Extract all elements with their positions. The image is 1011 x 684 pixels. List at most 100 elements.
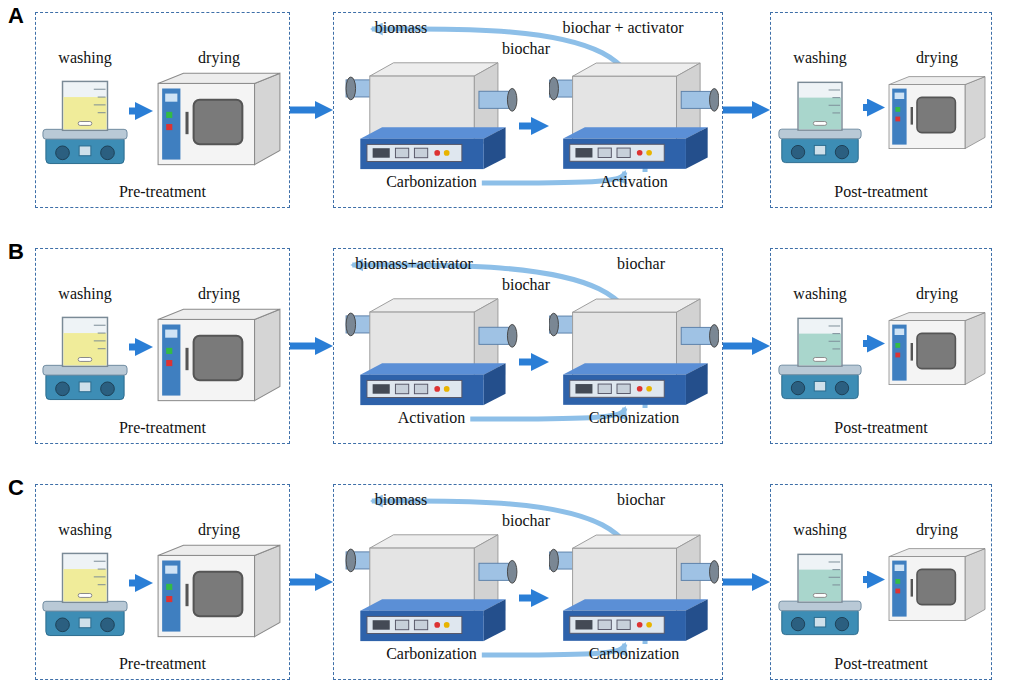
step-label: drying: [916, 285, 958, 303]
furnace-illustration: [549, 59, 719, 171]
oven-symbol: [158, 73, 280, 164]
beaker-illustration: [777, 71, 863, 173]
stage-group: washing dryingPost-treatment: [770, 12, 992, 208]
stage-group: washingdryingPre-treatment: [35, 484, 290, 680]
furnace-illustration: [344, 59, 519, 171]
furnace-illustration: [549, 531, 719, 643]
oven-symbol: [889, 313, 985, 385]
panel-letter: B: [8, 240, 24, 264]
beaker-symbol: [43, 81, 127, 163]
furnace-symbol: [549, 63, 719, 169]
oven-illustration: [885, 307, 989, 395]
stage-group: washing dryingPost-treatment: [770, 248, 992, 444]
panel-letter: C: [8, 476, 24, 500]
material-label: biochar: [502, 40, 550, 58]
drying-oven: drying: [885, 521, 989, 631]
stage-label: Post-treatment: [834, 655, 927, 673]
oven-symbol: [158, 545, 280, 636]
washing-station: washing: [777, 49, 863, 173]
step-label: drying: [198, 285, 240, 303]
washing-station: washing: [777, 521, 863, 645]
step-label: Activation: [600, 173, 668, 191]
oven-symbol: [158, 309, 280, 400]
beaker-symbol: [43, 553, 127, 635]
oven-illustration: [885, 71, 989, 159]
stage-group: Carbonization Carbonization biomass biochar…: [333, 484, 723, 680]
process-arrow: [519, 595, 531, 602]
drying-oven: drying: [885, 49, 989, 159]
step-label: Carbonization: [589, 645, 680, 663]
step-label: Carbonization: [386, 173, 477, 191]
washing-station: washing: [41, 521, 129, 645]
step-label: washing: [58, 521, 111, 539]
process-arrow: [290, 343, 315, 350]
material-label: biomass: [375, 491, 427, 509]
stage-group: Carbonization Activation biomass biochar bio…: [333, 12, 723, 208]
beaker-illustration: [777, 307, 863, 409]
drying-oven: drying: [153, 521, 285, 645]
step-label: drying: [916, 49, 958, 67]
furnace-symbol: [549, 535, 719, 641]
process-arrow: [723, 343, 752, 350]
furnace-illustration: [344, 531, 519, 643]
step-label: drying: [198, 49, 240, 67]
material-label: biomass: [375, 19, 427, 37]
washing-station: washing: [41, 285, 129, 409]
tube-furnace: Activation: [549, 59, 719, 193]
oven-illustration: [153, 71, 285, 173]
tube-furnace: Carbonization: [344, 531, 519, 665]
beaker-illustration: [41, 71, 129, 173]
tube-furnace: Carbonization: [344, 59, 519, 193]
furnace-symbol: [346, 63, 517, 169]
process-arrow: [863, 104, 867, 111]
furnace-symbol: [346, 299, 517, 405]
oven-illustration: [153, 307, 285, 409]
material-label: biochar: [617, 255, 665, 273]
step-label: Carbonization: [386, 645, 477, 663]
step-label: washing: [793, 285, 846, 303]
step-label: washing: [58, 49, 111, 67]
oven-symbol: [889, 549, 985, 621]
step-label: Activation: [398, 409, 466, 427]
tube-furnace: Activation: [344, 295, 519, 429]
stage-label: Pre-treatment: [119, 183, 206, 201]
stage-group: washing dryingPre-treatment: [35, 12, 290, 208]
oven-symbol: [889, 77, 985, 149]
process-arrow: [519, 359, 531, 366]
panel-letter: A: [8, 4, 24, 28]
oven-illustration: [885, 543, 989, 631]
stage-group: washing dryingPre-treatment: [35, 248, 290, 444]
furnace-illustration: [549, 295, 719, 407]
process-arrow: [290, 107, 315, 114]
beaker-illustration: [777, 543, 863, 645]
process-arrow: [863, 576, 867, 583]
process-arrow: [129, 580, 135, 587]
tube-furnace: Carbonization: [549, 531, 719, 665]
furnace-symbol: [346, 535, 517, 641]
stage-group: Activation Carbonization biomass+activator…: [333, 248, 723, 444]
process-arrow: [129, 344, 135, 351]
material-label: biochar: [502, 276, 550, 294]
material-label: biochar: [502, 512, 550, 530]
beaker-symbol: [779, 318, 861, 398]
stage-label: Post-treatment: [834, 183, 927, 201]
step-label: washing: [58, 285, 111, 303]
drying-oven: drying: [153, 49, 285, 173]
material-label: biochar: [617, 491, 665, 509]
oven-illustration: [153, 543, 285, 645]
drying-oven: drying: [885, 285, 989, 395]
stage-label: Pre-treatment: [119, 419, 206, 437]
material-label: biochar + activator: [563, 19, 684, 37]
tube-furnace: Carbonization: [549, 295, 719, 429]
stage-label: Post-treatment: [834, 419, 927, 437]
washing-station: washing: [777, 285, 863, 409]
process-arrow: [723, 107, 752, 114]
process-arrow: [519, 123, 531, 130]
beaker-symbol: [779, 82, 861, 162]
furnace-illustration: [344, 295, 519, 407]
material-label: biomass+activator: [355, 255, 472, 273]
process-arrow: [129, 108, 135, 115]
beaker-illustration: [41, 543, 129, 645]
